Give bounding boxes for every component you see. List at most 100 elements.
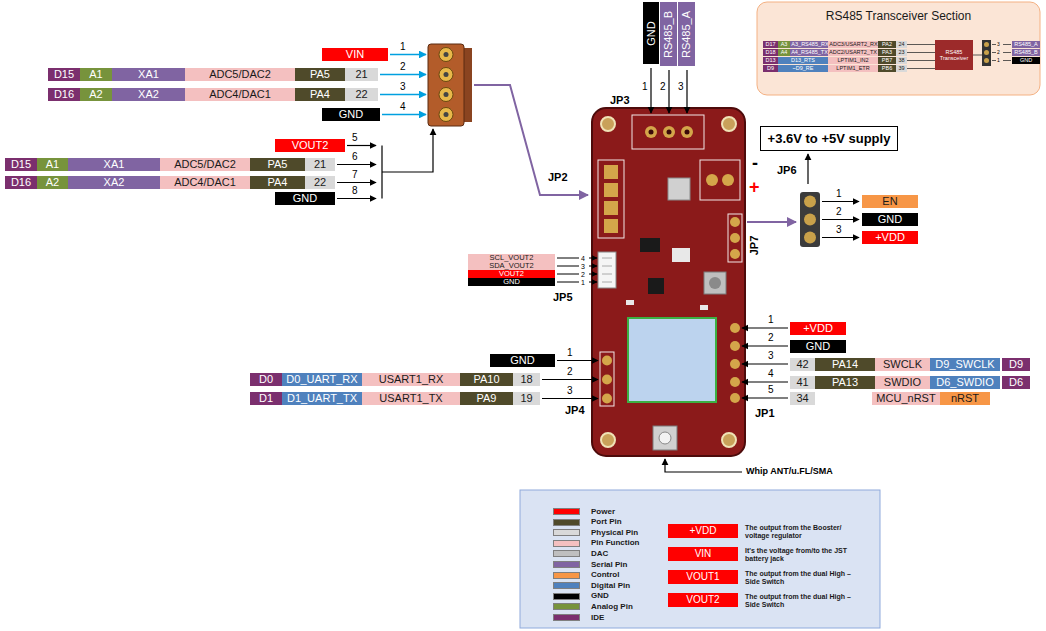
serial-pin-label: RS485_A xyxy=(1012,41,1040,48)
node-text: A3 xyxy=(781,42,788,48)
ide-pin-label: D15 xyxy=(5,158,37,171)
connector-name: JP6 xyxy=(777,165,797,176)
legend-text: Digital Pin xyxy=(591,582,630,590)
node-text: D0_UART_RX xyxy=(286,374,357,385)
port-pin-label: PA9 xyxy=(460,392,513,405)
legend-panel xyxy=(520,490,880,628)
node-text: EN xyxy=(882,196,897,207)
legend-text: Analog Pin xyxy=(591,603,633,611)
pin-number: 2 xyxy=(768,333,774,343)
jp5-wires xyxy=(557,258,597,282)
port-pin-label: PA10 xyxy=(460,373,513,386)
legend-row: Control xyxy=(553,571,619,580)
node-text: GND xyxy=(878,214,902,225)
drawing-part xyxy=(439,88,453,102)
drawing-part xyxy=(382,129,433,199)
digital-pin-label: D0_UART_RX xyxy=(282,373,362,386)
ide-pin-label: D9 xyxy=(763,65,778,72)
drawing-part xyxy=(557,274,579,275)
antenna-pointer xyxy=(665,459,742,472)
ground-pin-label: GND xyxy=(468,278,555,286)
pin-number: 3 xyxy=(836,225,842,235)
node-text: +3.6V to +5V supply xyxy=(768,132,891,145)
legend-swatch xyxy=(553,550,580,557)
power-pin-label: VOUT2 xyxy=(668,593,738,607)
node-text: PA3 xyxy=(882,50,892,56)
node-text: XA2 xyxy=(104,177,125,188)
legend-swatch xyxy=(553,540,580,547)
drawing-part xyxy=(730,249,740,259)
node-text: D6_SWDIO xyxy=(936,377,993,388)
port-pin-label: PB6 xyxy=(878,65,896,72)
drawing-part xyxy=(542,398,598,399)
legend-swatch xyxy=(553,572,580,579)
drawing-part xyxy=(628,318,716,402)
power-pin-label: +VDD xyxy=(862,231,918,244)
legend-row: Pin Function xyxy=(553,539,639,548)
node-text: 41 xyxy=(796,377,808,388)
node-text: USART1_RX xyxy=(379,374,444,385)
legend-text: Physical Pin xyxy=(591,529,638,537)
connector-name: + xyxy=(749,178,760,196)
node-text: D15 xyxy=(54,69,74,80)
analog-pin-label: A2 xyxy=(80,88,112,101)
legend-row: Analog Pin xyxy=(553,602,633,611)
legend-row: DAC xyxy=(553,549,608,558)
port-pin-label: PA3 xyxy=(878,49,896,56)
drawing-part xyxy=(380,94,426,95)
node-text: PA2 xyxy=(882,42,892,48)
drawing-part xyxy=(557,360,598,361)
pin-number: 3 xyxy=(678,82,684,92)
drawing-part xyxy=(992,60,996,61)
node-text: MCU_nRST xyxy=(876,393,935,404)
drawing-part xyxy=(602,375,612,385)
pin-number: 4 xyxy=(581,255,585,262)
legend-swatch xyxy=(553,614,580,621)
physical-pin-label: 19 xyxy=(513,392,540,405)
node-text: D13_RTS xyxy=(791,58,815,64)
ide-pin-label: D1 xyxy=(250,392,282,405)
drawing-part xyxy=(822,237,859,238)
node-text: A4 xyxy=(781,50,788,56)
jp2-wires xyxy=(380,55,426,115)
drawing-part xyxy=(984,50,989,55)
ground-pin-label: GND xyxy=(275,192,335,205)
node-text: A4_RS485_TX xyxy=(791,50,828,56)
drawing-part xyxy=(439,108,453,122)
node-text: GND xyxy=(503,278,520,286)
ide-pin-label: D16 xyxy=(5,176,37,189)
pin-number: 1 xyxy=(642,82,648,92)
node-text: ~D9_RE xyxy=(793,66,814,72)
node-text: GND xyxy=(646,21,657,45)
drawing-part xyxy=(1003,52,1011,53)
digital-pin-label: D1_UART_TX xyxy=(282,392,362,405)
node-text: RS485_A xyxy=(1014,42,1038,48)
drawing-part xyxy=(589,274,597,275)
drawing-part xyxy=(604,219,618,233)
drawing-part xyxy=(439,48,453,62)
physical-pin-label: 39 xyxy=(896,65,907,72)
drawing-part xyxy=(706,174,718,186)
ground-pin-label: GND xyxy=(862,213,918,226)
drawing-part xyxy=(632,115,704,149)
drawing-part xyxy=(444,92,449,97)
node-text: PB7 xyxy=(882,58,892,64)
drawing-part xyxy=(653,426,677,450)
drawing-part xyxy=(347,145,376,146)
drawing-part xyxy=(800,192,820,247)
legend-row: GND xyxy=(553,592,609,601)
drawing-part xyxy=(557,258,579,259)
jp1-wires xyxy=(742,328,788,398)
legend-row: Port Pin xyxy=(553,518,622,527)
node-text: 21 xyxy=(314,159,326,170)
control-pin-label: nRST xyxy=(940,392,990,405)
node-text: 39 xyxy=(898,66,904,72)
legend-note: It's the voltage from/to the JST battery… xyxy=(745,547,863,563)
legend-text: Control xyxy=(591,571,619,579)
node-text: D6 xyxy=(1009,377,1023,388)
node-text: 19 xyxy=(520,393,532,404)
section-panel: RS485 Transceiver SectionD17A3A3_RS485_R… xyxy=(757,2,1040,95)
drawing-part xyxy=(428,44,464,126)
node-text: 23 xyxy=(898,50,904,56)
pin-number: 2 xyxy=(400,62,406,72)
